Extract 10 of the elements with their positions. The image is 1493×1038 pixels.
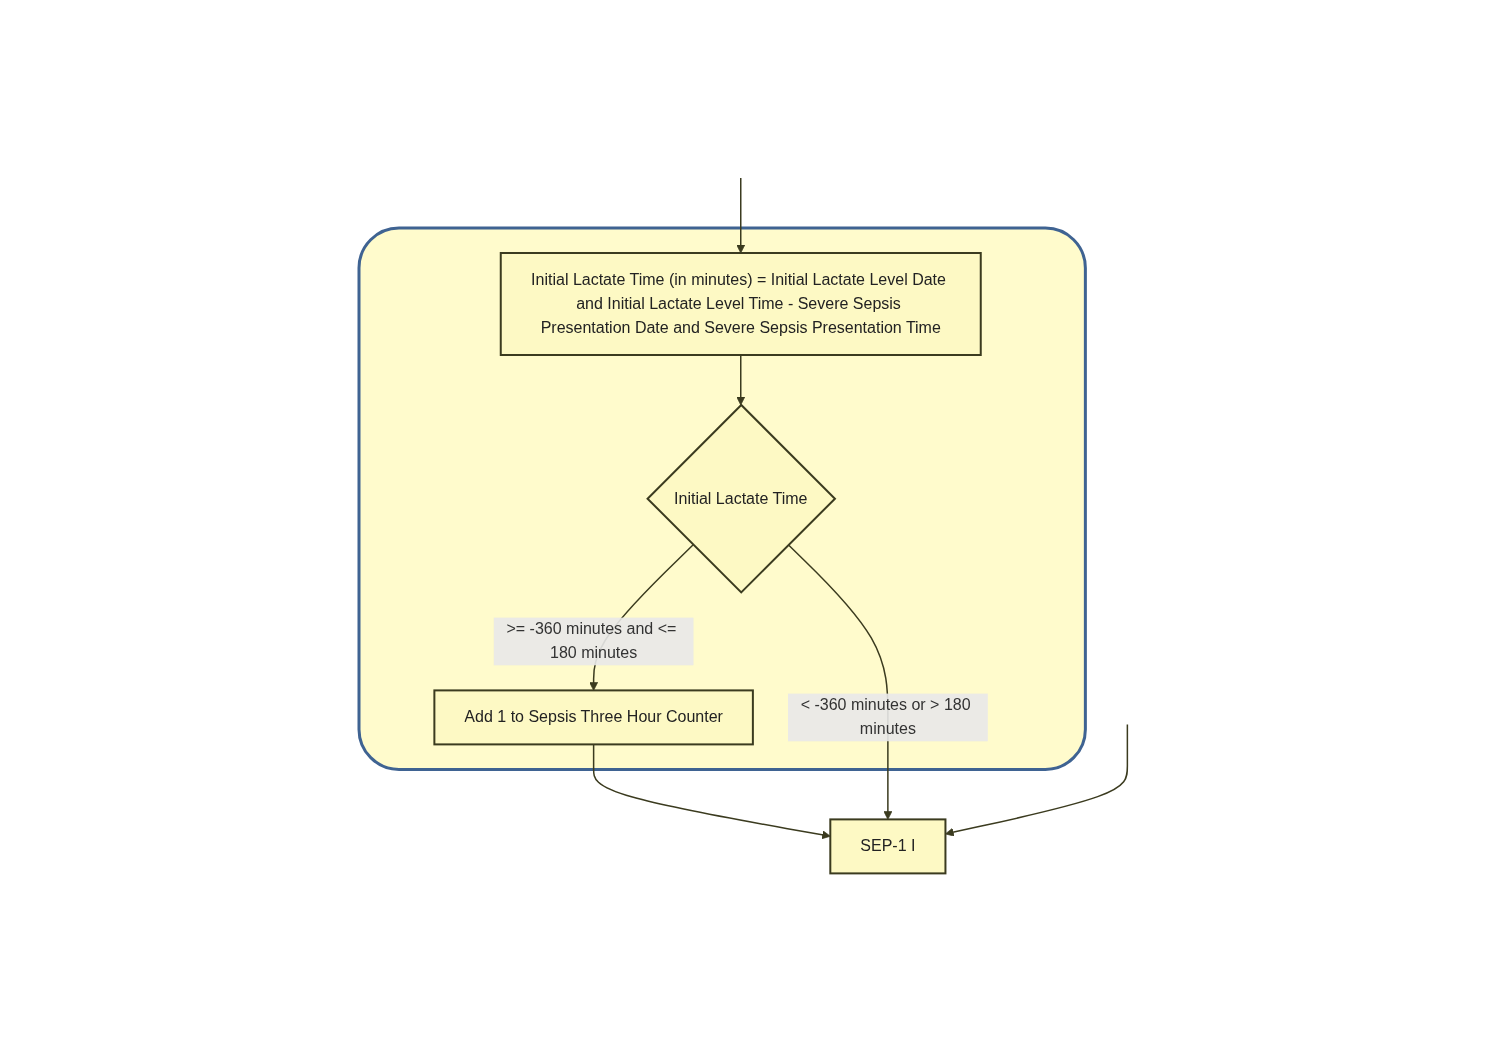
arrow: [592, 743, 831, 840]
cluster: [357, 226, 1087, 772]
node-box: Initial Lactate Time (in minutes) = Initial Lactate Level Date and Initial Lactate Level Time - Severe Sepsis Presentation Date and Severe Sepsis Presentation Time: [499, 252, 982, 357]
arrow: [736, 177, 745, 254]
node-diamond: Initial Lactate Time: [645, 403, 837, 595]
node-box: SEP-1 I: [829, 818, 947, 875]
node-box: Add 1 to Sepsis Three Hour Counter: [433, 689, 754, 746]
arrow: [736, 354, 745, 406]
edge-label: < -360 minutes or > 180 minutes: [800, 696, 971, 738]
edge-label: >= -360 minutes and <= 180 minutes: [506, 620, 677, 662]
